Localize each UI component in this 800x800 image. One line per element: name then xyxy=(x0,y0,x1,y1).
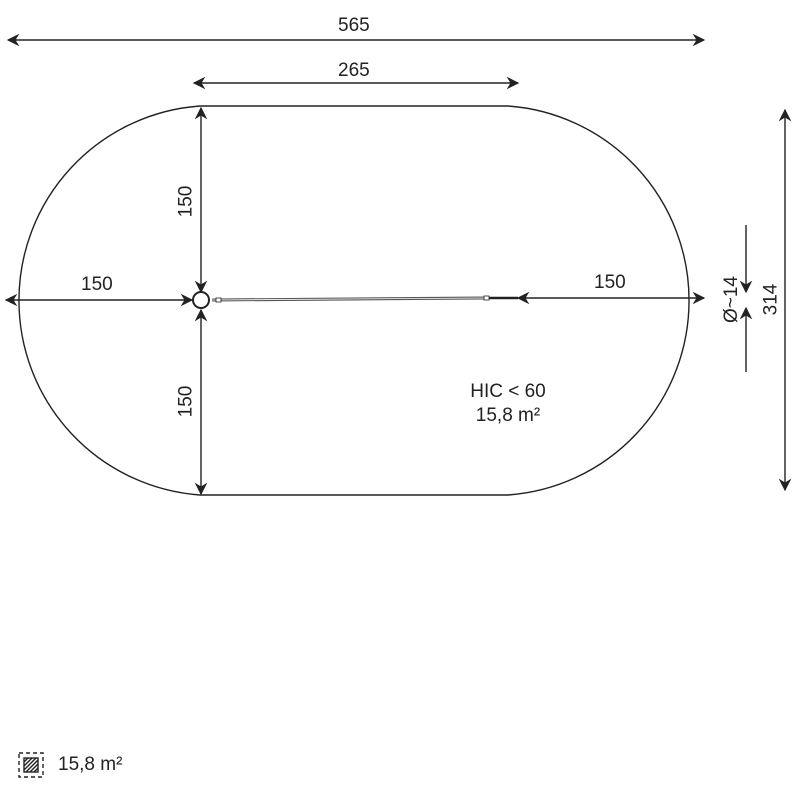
hic-value: HIC < 60 xyxy=(470,381,546,402)
label-radius-bottom: 150 xyxy=(175,385,197,418)
post-icon xyxy=(192,291,210,309)
label-radius-top: 150 xyxy=(175,185,197,218)
legend: 15,8 m² xyxy=(18,752,122,778)
hatched-area-icon xyxy=(18,752,44,778)
label-radius-right: 150 xyxy=(594,272,626,293)
label-265: 265 xyxy=(338,60,370,81)
label-314: 314 xyxy=(760,283,782,316)
label-radius-left: 150 xyxy=(81,274,113,295)
label-565: 565 xyxy=(338,15,370,36)
surface-info: HIC < 60 15,8 m² xyxy=(448,380,568,428)
label-diameter: Ø~14 xyxy=(721,275,743,324)
legend-area: 15,8 m² xyxy=(58,754,123,775)
safety-area-outline xyxy=(18,105,690,496)
area-value: 15,8 m² xyxy=(475,405,541,426)
